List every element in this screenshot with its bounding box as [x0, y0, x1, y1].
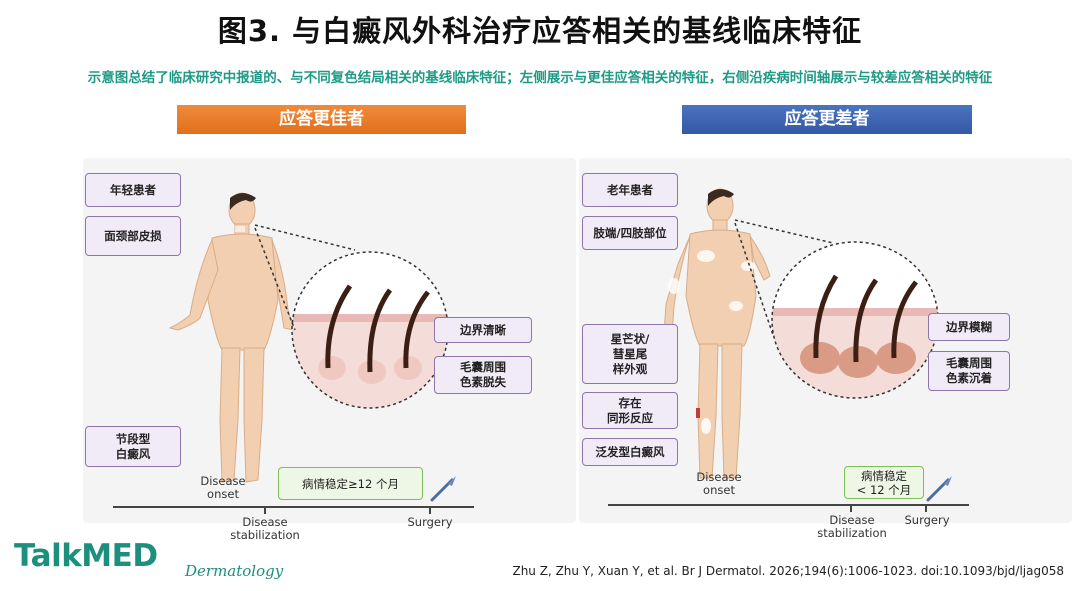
surgery-label: Surgery: [407, 515, 453, 529]
perifollicular-pigmentation-box: 毛囊周围 色素沉着: [928, 351, 1010, 391]
disease-stabilization-label: Disease stabilization: [230, 515, 300, 542]
dermatology-logo-subtitle: Dermatology: [185, 562, 284, 580]
talkmed-logo: TalkMED: [14, 538, 158, 574]
perifollicular-depigmentation-box: 毛囊周围 色素脱失: [434, 356, 532, 394]
timeline-axis: [113, 506, 474, 508]
elderly-patient-box: 老年患者: [582, 173, 678, 207]
figure-subtitle: 示意图总结了临床研究中报道的、与不同复色结局相关的基线临床特征；左侧展示与更佳应…: [87, 70, 993, 86]
timeline-tick: [850, 504, 852, 512]
koebner-phenomenon-box: 存在 同形反应: [582, 392, 678, 429]
figure-title: 图3. 与白癜风外科治疗应答相关的基线临床特征: [217, 14, 863, 48]
zoom-lines: [254, 224, 356, 331]
hair-follicle-icon: [771, 241, 939, 399]
person-figure-icon: [663, 188, 771, 479]
clear-border-box: 边界清晰: [434, 317, 532, 343]
disease-onset-label: Disease onset: [200, 474, 246, 501]
better-response-banner: 应答更佳者: [177, 105, 466, 134]
segmental-vitiligo-box: 节段型 白癜风: [85, 426, 181, 467]
citation: Zhu Z, Zhu Y, Xuan Y, et al. Br J Dermat…: [512, 564, 1064, 578]
acral-limb-site-box: 肢端/四肢部位: [582, 216, 678, 250]
scalpel-icon: [430, 476, 456, 502]
disease-onset-label: Disease onset: [696, 470, 742, 497]
stable-duration-box: 病情稳定≥12 个月: [278, 467, 423, 500]
face-neck-lesion-box: 面颈部皮损: [85, 216, 181, 256]
timeline-tick: [429, 506, 431, 514]
zoom-lines: [734, 219, 834, 336]
blurred-border-box: 边界模糊: [928, 313, 1010, 341]
surgery-label: Surgery: [904, 513, 950, 527]
worse-response-banner: 应答更差者: [682, 105, 972, 134]
timeline-tick: [264, 506, 266, 514]
generalized-vitiligo-box: 泛发型白癜风: [582, 438, 678, 466]
hair-follicle-icon: [291, 251, 449, 409]
stable-duration-box: 病情稳定 < 12 个月: [844, 466, 924, 499]
timeline-axis: [608, 504, 969, 506]
timeline-tick: [925, 504, 927, 512]
person-figure-icon: [168, 192, 295, 483]
confetti-comet-tail-box: 星芒状/ 彗星尾 样外观: [582, 324, 678, 384]
scalpel-icon: [926, 476, 952, 502]
young-patient-box: 年轻患者: [85, 173, 181, 207]
disease-stabilization-label: Disease stabilization: [817, 513, 887, 540]
